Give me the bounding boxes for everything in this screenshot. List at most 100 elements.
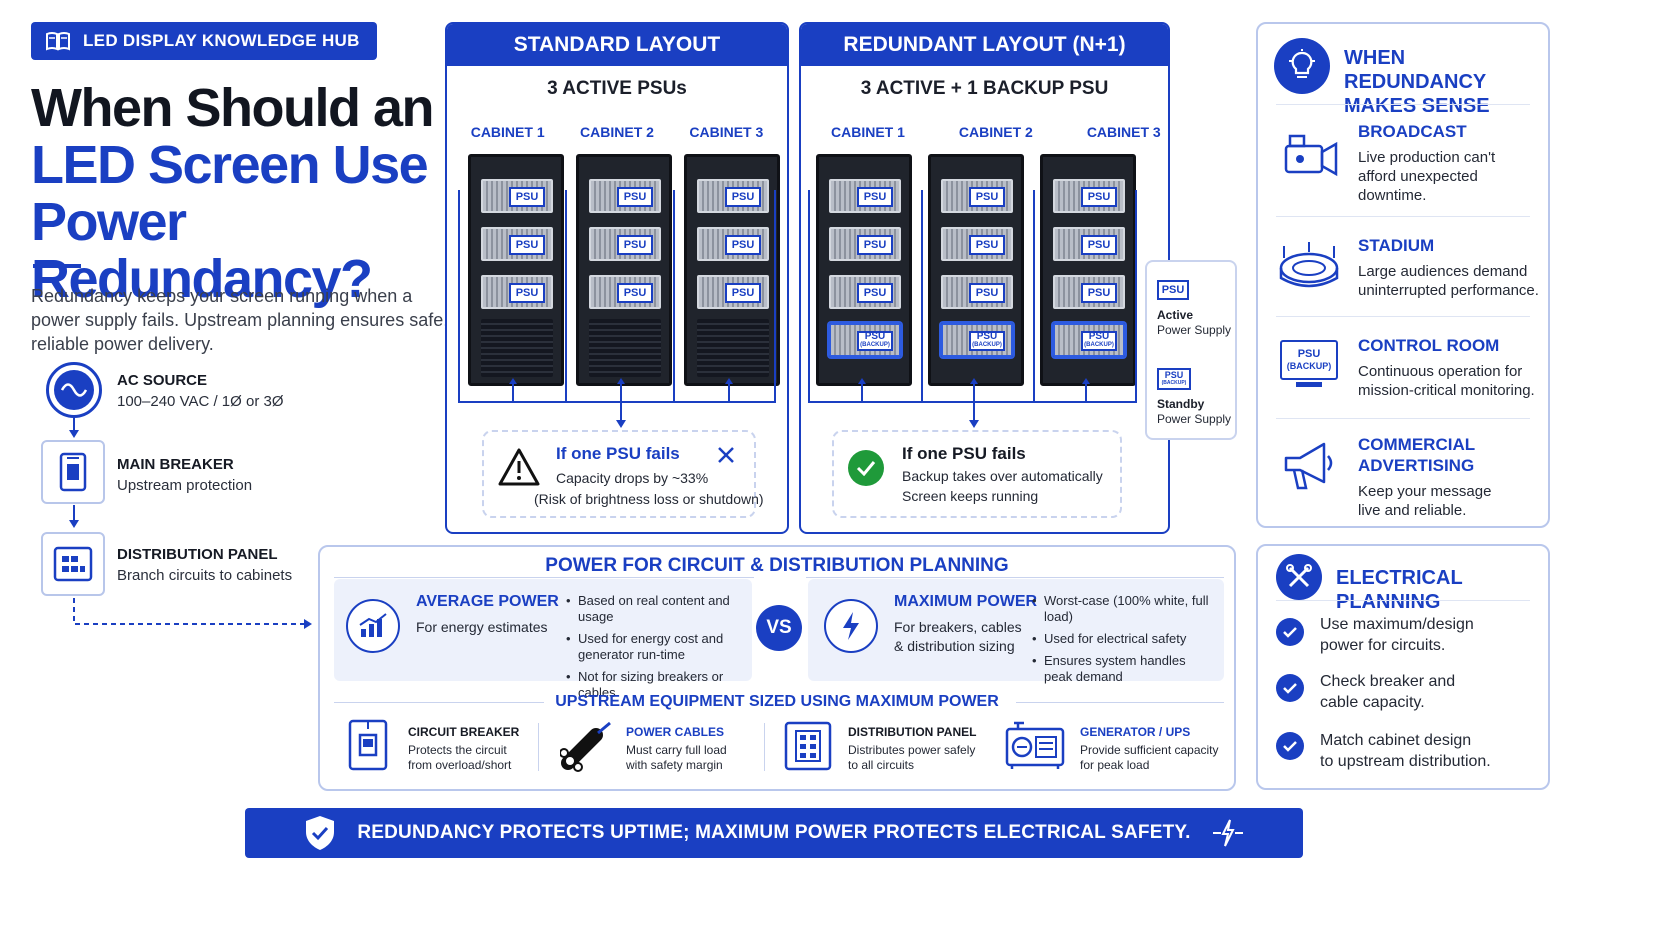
divider xyxy=(1016,702,1224,703)
psu-unit: PSU xyxy=(1053,179,1125,213)
redundant-fail-title: If one PSU fails xyxy=(902,444,1026,463)
ac-wave-icon xyxy=(46,362,102,418)
psu-unit: PSU xyxy=(697,179,769,213)
redundant-wiring xyxy=(808,190,1137,428)
cabinet-grille xyxy=(697,319,769,377)
psu-unit: PSU xyxy=(1053,275,1125,309)
bullet-item: Used for electrical safety xyxy=(1032,631,1222,647)
psu-unit: PSU xyxy=(481,179,553,213)
megaphone-icon xyxy=(1284,442,1333,490)
divider xyxy=(334,702,544,703)
distribution-panel-subtitle: Branch circuits to cabinets xyxy=(117,567,293,584)
bullet-item: Based on real content and usage xyxy=(566,593,746,625)
ac-source-item: AC SOURCE 100–240 VAC / 1Ø or 3Ø xyxy=(117,372,284,410)
legend-standby-subtitle: Power Supply xyxy=(1157,412,1232,426)
panel-icon xyxy=(41,532,105,596)
intro-text: Redundancy keeps your screen running whe… xyxy=(31,286,449,354)
stadium-icon xyxy=(1279,242,1339,288)
title-underline xyxy=(33,264,81,268)
bullet-item: Used for energy cost and generator run-t… xyxy=(566,631,746,663)
redundant-cabinet-1-label: CABINET 1 xyxy=(831,124,905,140)
redundant-layout-subtitle: 3 ACTIVE + 1 BACKUP PSU xyxy=(860,78,1109,99)
standard-layout-subtitle: 3 ACTIVE PSUs xyxy=(547,78,687,99)
psu-unit: PSU xyxy=(941,227,1013,261)
psu-unit: PSU xyxy=(829,227,901,261)
ac-source-title: AC SOURCE xyxy=(117,372,208,389)
psu-unit: PSU xyxy=(589,275,661,309)
redundant-cabinet-1: PSU PSU PSU PSU(BACKUP) xyxy=(816,154,912,386)
power-cables-icon xyxy=(560,721,611,772)
divider xyxy=(1276,216,1530,217)
psu-unit: PSU xyxy=(941,275,1013,309)
redundant-cabinet-3-label: CABINET 3 xyxy=(1086,124,1161,140)
when-redundancy-heading: WHEN REDUNDANCY MAKES SENSE xyxy=(1344,47,1490,117)
check-icon xyxy=(1276,674,1304,702)
power-planning-panel: POWER FOR CIRCUIT & DISTRIBUTION PLANNIN… xyxy=(318,545,1236,791)
maximum-power-box: MAXIMUM POWER For breakers, cables & dis… xyxy=(808,579,1224,684)
standard-cabinet-1: PSU PSU PSU xyxy=(468,154,564,386)
standard-cabinet-3: PSU PSU PSU xyxy=(684,154,780,386)
psu-unit: PSU xyxy=(697,227,769,261)
average-power-bullets: Based on real content and usage Used for… xyxy=(566,593,746,707)
psu-unit: PSU xyxy=(589,179,661,213)
backup-psu-unit: PSU(BACKUP) xyxy=(829,323,901,357)
divider xyxy=(1276,104,1530,105)
camera-icon xyxy=(1284,134,1338,177)
redundant-cabinet-2: PSU PSU PSU PSU(BACKUP) xyxy=(928,154,1024,386)
cabinet-grille xyxy=(589,319,661,377)
divider xyxy=(538,723,539,771)
psu-unit: PSU xyxy=(829,179,901,213)
broadcast-text: Live production can't afford unexpected … xyxy=(1358,149,1496,204)
standard-fail-callout: If one PSU fails Capacity drops by ~33% … xyxy=(482,430,764,518)
title-line-1: When Should an xyxy=(31,78,434,138)
maximum-power-subtitle: For breakers, cables & distribution sizi… xyxy=(894,619,1022,654)
footer-text: REDUNDANCY PROTECTS UPTIME; MAXIMUM POWE… xyxy=(357,822,1191,843)
when-redundancy-panel: WHEN REDUNDANCY MAKES SENSE BROADCAST Li… xyxy=(1256,22,1550,528)
average-power-title: AVERAGE POWER xyxy=(416,593,559,610)
legend-active-subtitle: Power Supply xyxy=(1157,323,1232,337)
standard-fail-line1: Capacity drops by ~33% xyxy=(556,470,709,486)
redundant-fail-line2: Screen keeps running xyxy=(902,488,1039,504)
shield-icon xyxy=(306,816,335,850)
bullet-item: Not for sizing breakers or cables xyxy=(566,669,746,701)
psu-unit: PSU xyxy=(1053,227,1125,261)
maximum-power-bullets: Worst-case (100% white, full load) Used … xyxy=(1032,593,1222,691)
psu-unit: PSU xyxy=(941,179,1013,213)
control-room-title: CONTROL ROOM xyxy=(1358,336,1500,355)
generator-ups-item: GENERATOR / UPS Provide sufficient capac… xyxy=(1080,725,1219,772)
psu-unit: PSU xyxy=(481,275,553,309)
main-breaker-subtitle: Upstream protection xyxy=(117,477,253,494)
average-power-subtitle: For energy estimates xyxy=(416,619,548,635)
standard-cabinet-2: PSU PSU PSU xyxy=(576,154,672,386)
page-title: When Should an LED Screen Use Power Redu… xyxy=(31,80,461,308)
divider xyxy=(764,723,765,771)
maximum-power-title: MAXIMUM POWER xyxy=(894,593,1038,610)
breaker-icon xyxy=(41,440,105,504)
standard-fail-line2: (Risk of brightness loss or shutdown) xyxy=(534,491,764,507)
monitor-icon: PSU (BACKUP) xyxy=(1280,340,1338,380)
spark-icon xyxy=(1212,819,1243,847)
backup-psu-unit: PSU(BACKUP) xyxy=(941,323,1013,357)
power-planning-title: POWER FOR CIRCUIT & DISTRIBUTION PLANNIN… xyxy=(545,555,1009,576)
lightning-icon xyxy=(824,599,878,653)
average-power-box: AVERAGE POWER For energy estimates Based… xyxy=(334,579,752,700)
stadium-text: Large audiences demand uninterrupted per… xyxy=(1358,263,1539,299)
redundant-cabinet-2-label: CABINET 2 xyxy=(958,124,1033,140)
legend-standby-title: Standby xyxy=(1157,397,1205,411)
control-room-text: Continuous operation for mission-critica… xyxy=(1358,363,1535,399)
title-line-3: Power Redundancy? xyxy=(31,192,373,309)
tools-icon xyxy=(1276,554,1322,600)
book-icon xyxy=(46,32,70,51)
check-icon xyxy=(1276,618,1304,646)
redundant-layout-header: REDUNDANT LAYOUT (N+1) xyxy=(801,24,1168,66)
close-x-icon xyxy=(718,447,734,463)
commercial-advertising-text: Keep your message live and reliable. xyxy=(1358,483,1492,519)
distribution-panel-item: DISTRIBUTION PANEL Branch circuits to ca… xyxy=(117,546,292,584)
main-breaker-title: MAIN BREAKER xyxy=(117,456,234,473)
cabinet-grille xyxy=(481,319,553,377)
bullet-item: Ensures system handles peak demand xyxy=(1032,653,1192,685)
psu-unit: PSU xyxy=(829,275,901,309)
distribution-panel-title: DISTRIBUTION PANEL xyxy=(117,546,278,563)
